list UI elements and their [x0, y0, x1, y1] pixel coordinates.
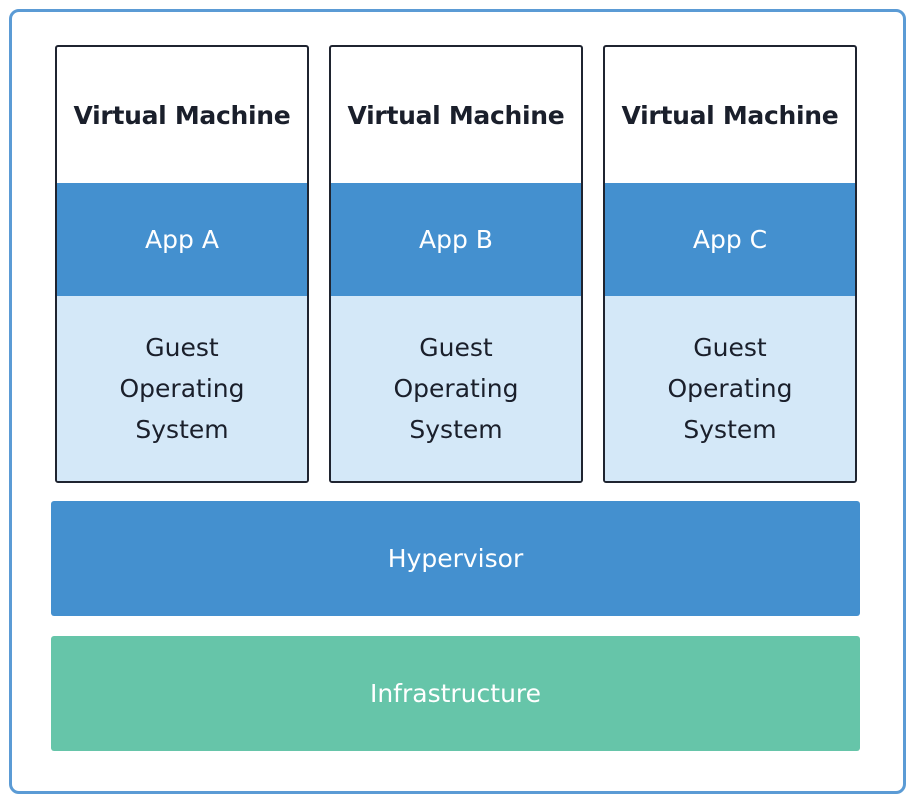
guest-os-line: Guest [419, 333, 493, 362]
infrastructure-layer: Infrastructure [51, 636, 860, 751]
guest-os-line: System [135, 415, 229, 444]
guest-os-line: Guest [693, 333, 767, 362]
vm-title: Virtual Machine [73, 100, 291, 130]
app-a-layer: App A [57, 183, 307, 296]
guest-os-line: System [409, 415, 503, 444]
app-c-layer: App C [605, 183, 855, 296]
guest-os-line: Operating [119, 374, 245, 403]
guest-os-layer: Guest Operating System [331, 296, 581, 481]
guest-os-line: Operating [667, 374, 793, 403]
vm-title: Virtual Machine [347, 100, 565, 130]
virtual-machine-a: Virtual Machine App A Guest Operating Sy… [55, 45, 309, 483]
vm-title: Virtual Machine [621, 100, 839, 130]
hypervisor-layer: Hypervisor [51, 501, 860, 616]
guest-os-line: Operating [393, 374, 519, 403]
guest-os-layer: Guest Operating System [605, 296, 855, 481]
virtual-machine-c: Virtual Machine App C Guest Operating Sy… [603, 45, 857, 483]
virtual-machine-b: Virtual Machine App B Guest Operating Sy… [329, 45, 583, 483]
app-b-layer: App B [331, 183, 581, 296]
guest-os-line: System [683, 415, 777, 444]
guest-os-line: Guest [145, 333, 219, 362]
guest-os-layer: Guest Operating System [57, 296, 307, 481]
